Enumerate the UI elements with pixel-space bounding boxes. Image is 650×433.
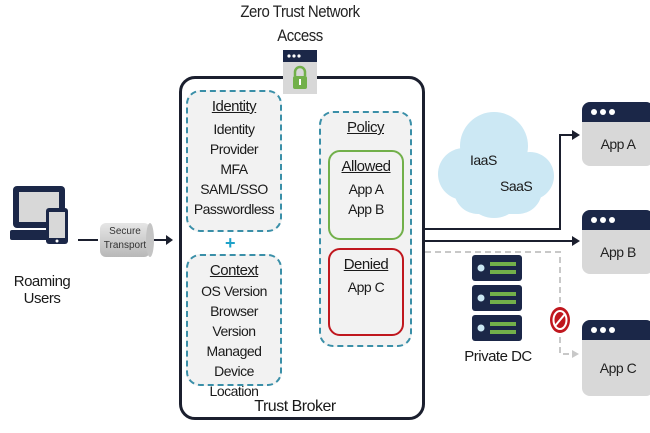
roaming-users-label: Roaming Users — [13, 273, 71, 307]
allowed-item: App A — [348, 181, 384, 197]
arrow-app-b-icon — [572, 236, 580, 246]
context-item: Location — [209, 383, 259, 399]
diagram-title: Zero Trust Network Access — [212, 0, 388, 48]
arrow-app-a-icon — [572, 130, 580, 140]
policy-heading: Policy — [346, 119, 385, 136]
identity-heading: Identity — [211, 98, 257, 115]
denied-item: App C — [347, 279, 385, 295]
route-app-c-denied — [425, 251, 572, 355]
trust-broker-label: Trust Broker — [254, 398, 336, 415]
allowed-box: Allowed App A App B — [328, 150, 404, 240]
app-c-window[interactable]: App C — [582, 320, 650, 396]
denied-box: Denied App C — [328, 248, 404, 336]
app-label: App C — [599, 360, 637, 376]
app-a-window[interactable]: App A — [582, 102, 650, 166]
app-label: App B — [600, 244, 636, 260]
route-app-a — [425, 134, 572, 230]
identity-box: Identity Identity Provider MFA SAML/SSO … — [186, 90, 282, 232]
arrow-app-c-icon — [572, 350, 579, 358]
allowed-heading: Allowed — [341, 158, 391, 175]
window-titlebar — [582, 210, 650, 230]
allowed-item: App B — [348, 201, 384, 217]
window-titlebar — [582, 102, 650, 122]
cloud-icon — [432, 104, 562, 222]
window-titlebar — [582, 320, 650, 340]
identity-item: SAML/SSO — [200, 181, 268, 197]
cloud-item-saas: SaaS — [500, 178, 533, 194]
server-stack-icon — [472, 255, 522, 341]
title-line-2: Access — [277, 26, 323, 45]
context-item: Browser Version — [210, 303, 258, 339]
identity-item: MFA — [220, 161, 248, 177]
app-label: App A — [600, 136, 636, 152]
identity-item: Identity Provider — [209, 121, 259, 157]
transport-line-2: Transport — [103, 240, 147, 251]
identity-item: Passwordless — [193, 201, 275, 217]
app-b-window[interactable]: App B — [582, 210, 650, 274]
laptop-tablet-icon — [10, 186, 70, 256]
context-item: Managed Device — [206, 343, 262, 379]
denied-heading: Denied — [343, 256, 389, 273]
secure-transport-tunnel: Secure Transport — [96, 222, 156, 258]
transport-arrow-icon — [166, 235, 173, 245]
cloud-item-iaas: IaaS — [470, 152, 497, 168]
private-dc-label: Private DC — [464, 348, 532, 365]
context-box: Context OS Version Browser Version Manag… — [186, 254, 282, 399]
context-heading: Context — [209, 262, 259, 279]
transport-line-1: Secure — [109, 226, 141, 237]
lock-badge — [283, 50, 317, 94]
plus-icon: + — [225, 233, 236, 253]
blocked-icon — [549, 306, 571, 334]
context-item: OS Version — [201, 283, 267, 299]
title-line-1: Zero Trust Network — [240, 2, 360, 21]
